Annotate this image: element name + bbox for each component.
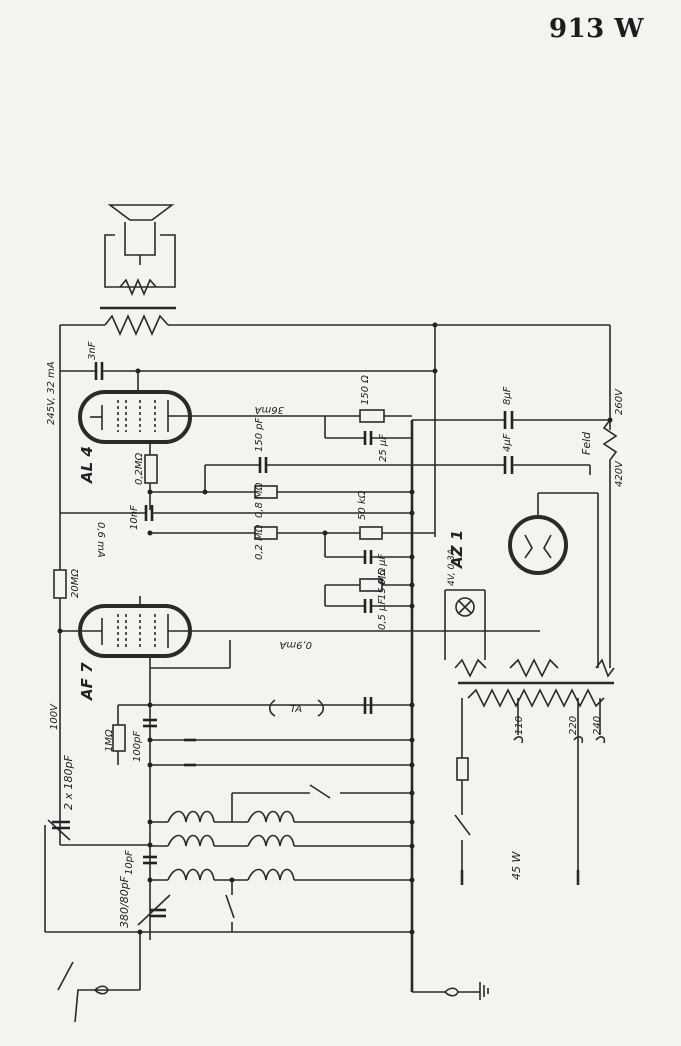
resistor-50k	[359, 526, 383, 540]
resistor-label-50k: 50 kΩ	[357, 490, 368, 520]
tuning-cap-2x180	[47, 819, 71, 841]
voltage-label-420v: 420V	[614, 460, 625, 487]
power-transformer	[454, 658, 615, 885]
resistor-label-0-8m: 0,8 MΩ	[254, 482, 265, 518]
resistor-20m	[53, 569, 67, 599]
antenna-icon	[57, 961, 109, 1023]
current-label-0-6ma: 0,6 mA	[95, 522, 106, 558]
tap-110-terminal	[513, 736, 524, 744]
resistor-label-1m: 1MΩ	[104, 729, 115, 752]
capacitor-label-25uf: 25 μF	[378, 434, 389, 462]
ground-icon	[412, 982, 489, 1000]
band-switch-2	[225, 894, 235, 919]
tap-label-240: 240	[592, 716, 603, 735]
tap-label-110: 110	[514, 716, 525, 735]
loudspeaker	[104, 204, 176, 297]
tube-az1-label: AZ 1	[448, 530, 466, 569]
capacitor-label-100pf: 100pF	[132, 731, 143, 762]
fuse	[456, 757, 469, 781]
tap-240-terminal	[595, 736, 606, 744]
tube-af7	[60, 604, 540, 658]
capacitor-label-3nf: 3nF	[87, 341, 98, 360]
capacitor-label-10nf: 10nF	[129, 505, 140, 530]
mains-switch	[454, 814, 471, 836]
field-coil-label: Feld	[580, 431, 593, 455]
resistor-label-0-2m-b: 0,2 MΩ	[254, 524, 265, 560]
resistor-label-15m: 15 MΩ	[377, 567, 388, 600]
band-switch-1	[309, 784, 331, 799]
resistor-label-0-2m: 0,2MΩ	[134, 452, 145, 485]
tube-al4-label: AL 4	[78, 446, 96, 484]
resistor-label-150-ohm: 150 Ω	[360, 375, 371, 405]
page-title: 913 W	[549, 14, 645, 44]
tube-az1	[508, 492, 599, 668]
tube-af7-label: AF 7	[78, 662, 96, 701]
capacitor-label-2x180pf: 2 x 180pF	[62, 755, 75, 810]
voltage-label-260v: 260V	[614, 388, 625, 415]
resistor-label-20m: 20MΩ	[70, 569, 81, 598]
capacitor-label-8uf: 8μF	[502, 386, 513, 405]
resistor-0-2m-cathode	[144, 454, 158, 484]
junction-dots	[57, 322, 613, 935]
field-coil	[602, 419, 618, 475]
capacitor-label-0-5uf-b: 0,5 μF	[377, 599, 388, 630]
resistor-1m	[112, 724, 126, 752]
voltage-label-245v: 245V, 32 mA	[46, 361, 57, 425]
capacitor-label-380pf: 380/80pF	[118, 875, 131, 928]
ta-label: TA	[290, 704, 302, 715]
lamp-label: 4V, 0,3A	[447, 549, 457, 586]
resistor-150-ohm	[359, 409, 385, 423]
current-label-36ma: 36mA	[255, 404, 284, 415]
voltage-label-100v: 100V	[49, 703, 60, 730]
capacitor-label-150pf: 150 pF	[254, 417, 265, 452]
current-label-0-9ma: 0,9mA	[279, 639, 312, 650]
output-transformer	[60, 306, 610, 336]
power-label-45w: 45 W	[510, 851, 523, 880]
capacitor-label-4uf: 4μF	[502, 433, 513, 452]
pilot-lamp	[444, 589, 486, 660]
tap-220-terminal	[573, 736, 584, 744]
capacitor-label-10pf: 10pF	[124, 850, 135, 875]
tap-label-220: 220	[568, 716, 579, 735]
tube-al4	[78, 390, 325, 444]
capacitor-label-0-5uf-a: 0,5 μF	[377, 554, 388, 585]
